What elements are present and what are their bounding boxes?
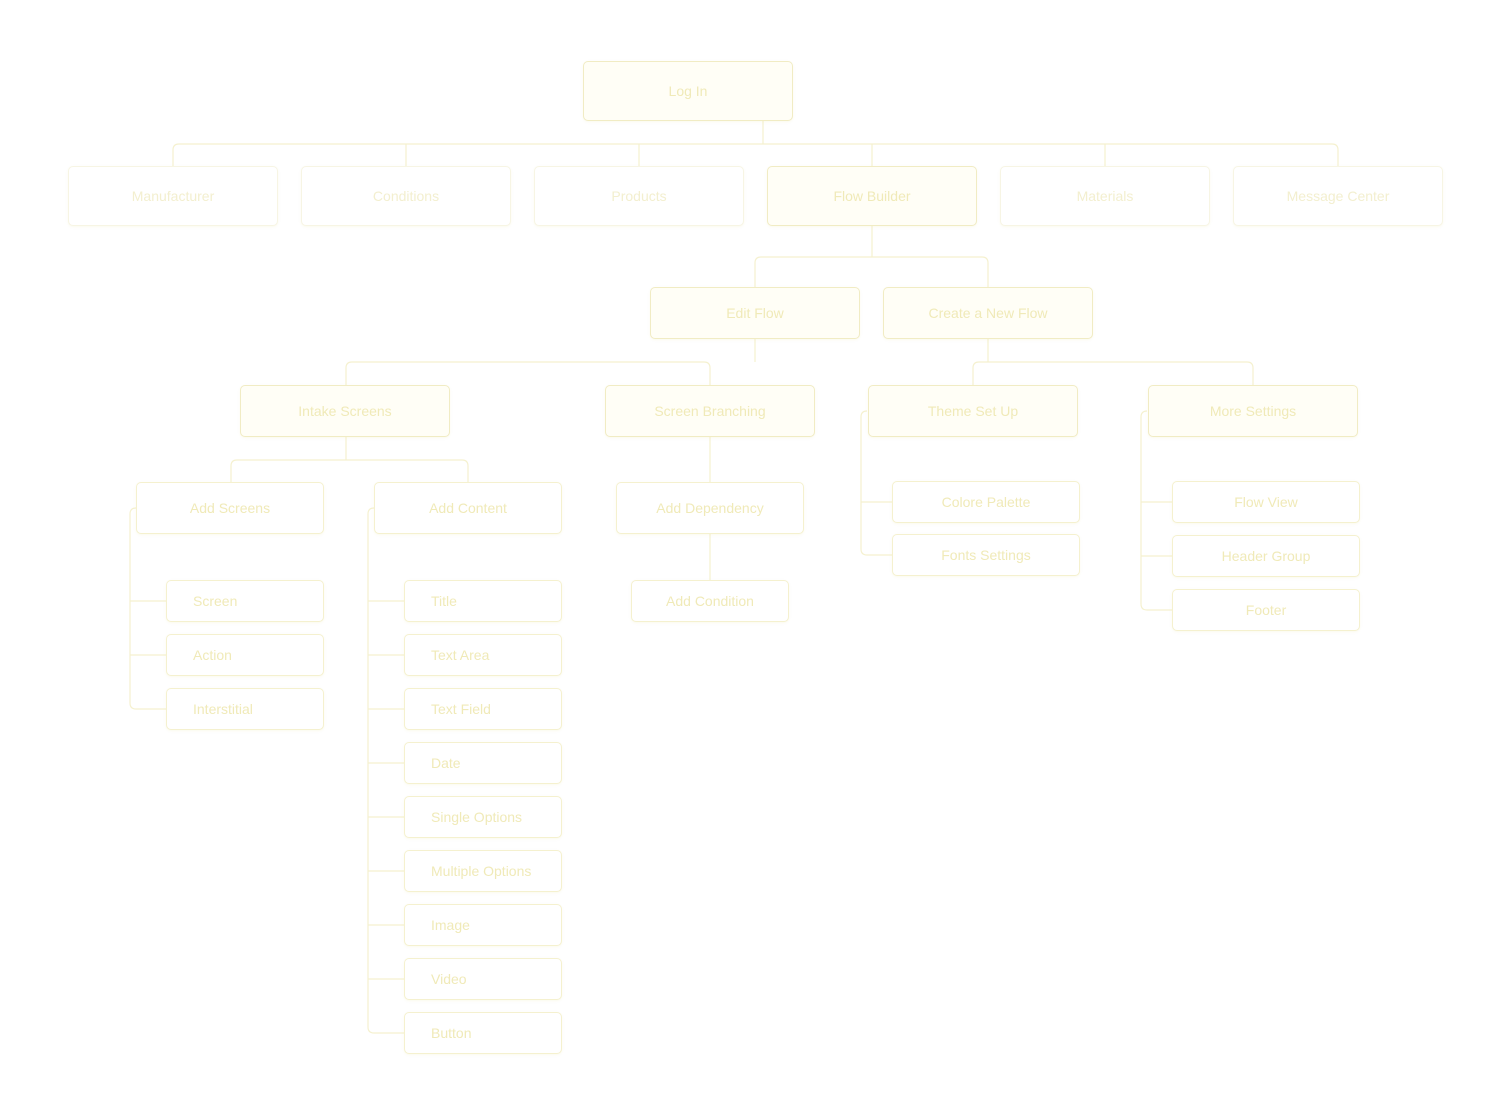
node-edit-flow: Edit Flow bbox=[650, 287, 860, 339]
node-label: Conditions bbox=[372, 188, 440, 204]
node-label: Add Screens bbox=[189, 500, 271, 516]
node-text-area: Text Area bbox=[404, 634, 562, 676]
node-label: Create a New Flow bbox=[928, 305, 1048, 321]
node-label: Button bbox=[431, 1025, 472, 1041]
node-label: Theme Set Up bbox=[927, 403, 1019, 419]
connector-more-settings bbox=[1140, 410, 1172, 611]
node-label: Add Content bbox=[429, 500, 507, 516]
node-label: Colore Palette bbox=[941, 494, 1031, 510]
connector-add-content bbox=[367, 507, 404, 1034]
connector-flow-builder bbox=[754, 256, 989, 287]
node-label: Fonts Settings bbox=[941, 547, 1031, 563]
node-label: Multiple Options bbox=[431, 863, 532, 879]
node-label: Screen bbox=[193, 593, 238, 609]
node-button: Button bbox=[404, 1012, 562, 1054]
node-label: Edit Flow bbox=[726, 305, 784, 321]
node-screen-branching: Screen Branching bbox=[605, 385, 815, 437]
node-label: Flow View bbox=[1234, 494, 1298, 510]
node-colors-palette: Colore Palette bbox=[892, 481, 1080, 523]
node-label: Video bbox=[431, 971, 467, 987]
node-label: Add Dependency bbox=[656, 500, 764, 516]
connector-add-screens bbox=[129, 507, 166, 710]
node-label: Action bbox=[193, 647, 232, 663]
node-footer: Footer bbox=[1172, 589, 1360, 631]
node-multiple-options: Multiple Options bbox=[404, 850, 562, 892]
node-flow-view: Flow View bbox=[1172, 481, 1360, 523]
node-label: Image bbox=[431, 917, 470, 933]
node-screen: Screen bbox=[166, 580, 324, 622]
node-add-dependency: Add Dependency bbox=[616, 482, 804, 534]
node-add-condition: Add Condition bbox=[631, 580, 789, 622]
node-video: Video bbox=[404, 958, 562, 1000]
connector-edit-flow bbox=[345, 361, 711, 385]
node-label: Text Field bbox=[431, 701, 491, 717]
node-label: Header Group bbox=[1221, 548, 1311, 564]
node-text-field: Text Field bbox=[404, 688, 562, 730]
node-label: Products bbox=[611, 188, 667, 204]
node-flow-builder: Flow Builder bbox=[767, 166, 977, 226]
node-conditions: Conditions bbox=[301, 166, 511, 226]
node-intake-screens: Intake Screens bbox=[240, 385, 450, 437]
node-action: Action bbox=[166, 634, 324, 676]
connector-login bbox=[172, 143, 1339, 166]
node-label: Flow Builder bbox=[833, 188, 911, 204]
node-label: Single Options bbox=[431, 809, 523, 825]
connector-create-flow bbox=[972, 361, 1254, 385]
node-label: Date bbox=[431, 755, 461, 771]
node-message-center: Message Center bbox=[1233, 166, 1443, 226]
node-label: Materials bbox=[1076, 188, 1134, 204]
node-single-options: Single Options bbox=[404, 796, 562, 838]
node-label: Title bbox=[431, 593, 457, 609]
node-materials: Materials bbox=[1000, 166, 1210, 226]
node-image: Image bbox=[404, 904, 562, 946]
node-label: Intake Screens bbox=[298, 403, 392, 419]
node-label: Screen Branching bbox=[654, 403, 766, 419]
node-fonts-settings: Fonts Settings bbox=[892, 534, 1080, 576]
connector-theme bbox=[860, 410, 892, 556]
node-label: Log In bbox=[668, 83, 708, 99]
node-more-settings: More Settings bbox=[1148, 385, 1358, 437]
node-interstitial: Interstitial bbox=[166, 688, 324, 730]
node-title: Title bbox=[404, 580, 562, 622]
node-label: More Settings bbox=[1209, 403, 1297, 419]
node-date: Date bbox=[404, 742, 562, 784]
node-header-group: Header Group bbox=[1172, 535, 1360, 577]
node-label: Message Center bbox=[1286, 188, 1390, 204]
node-theme-set-up: Theme Set Up bbox=[868, 385, 1078, 437]
node-manufacturer: Manufacturer bbox=[68, 166, 278, 226]
node-add-content: Add Content bbox=[374, 482, 562, 534]
node-create-new-flow: Create a New Flow bbox=[883, 287, 1093, 339]
node-products: Products bbox=[534, 166, 744, 226]
node-label: Add Condition bbox=[666, 593, 754, 609]
node-label: Text Area bbox=[431, 647, 490, 663]
connector-intake bbox=[230, 459, 469, 482]
node-label: Manufacturer bbox=[131, 188, 215, 204]
node-label: Footer bbox=[1245, 602, 1287, 618]
node-label: Interstitial bbox=[193, 701, 253, 717]
node-log-in: Log In bbox=[583, 61, 793, 121]
node-add-screens: Add Screens bbox=[136, 482, 324, 534]
